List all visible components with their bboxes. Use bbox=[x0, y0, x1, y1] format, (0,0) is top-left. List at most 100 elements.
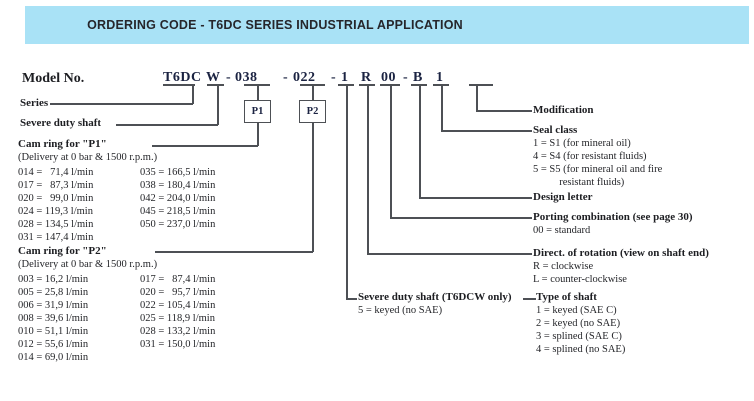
code-segment: 1 bbox=[436, 70, 444, 85]
severe-duty-shaft-label: Severe duty shaft bbox=[20, 117, 102, 129]
modification-section: Modification bbox=[533, 104, 594, 117]
connector-horizontal bbox=[155, 251, 313, 253]
list-item: 014 = 69,0 l/min bbox=[18, 352, 89, 363]
list-item: 4 = S4 (for resistant fluids) bbox=[533, 151, 647, 162]
connector-horizontal bbox=[390, 217, 532, 219]
list-item: 035 = 166,5 l/min bbox=[140, 167, 216, 178]
connector-horizontal bbox=[367, 253, 532, 255]
severe-duty-t6dcw-values: 5 = keyed (no SAE) bbox=[358, 304, 512, 317]
code-tick bbox=[300, 84, 325, 86]
connector-vertical bbox=[346, 85, 348, 299]
code-segment: - bbox=[403, 70, 409, 85]
connector-vertical bbox=[257, 85, 259, 101]
connector-vertical bbox=[257, 122, 259, 146]
list-item: 024 = 119,3 l/min bbox=[18, 206, 93, 217]
list-item: 050 = 237,0 l/min bbox=[140, 219, 216, 230]
cam-ring-p1-title: Cam ring for "P1" bbox=[18, 138, 107, 150]
model-no-label: Model No. bbox=[22, 71, 85, 86]
type-of-shaft-title: Type of shaft bbox=[536, 291, 597, 303]
code-segment: - bbox=[226, 70, 232, 85]
code-tick bbox=[411, 84, 427, 86]
connector-horizontal bbox=[346, 298, 357, 300]
porting-combination-title: Porting combination (see page 30) bbox=[533, 211, 693, 223]
list-item: 005 = 25,8 l/min bbox=[18, 287, 89, 298]
connector-vertical bbox=[312, 122, 314, 252]
cam-ring-p1-subtitle: (Delivery at 0 bar & 1500 r.p.m.) bbox=[18, 152, 158, 163]
connector-horizontal bbox=[152, 145, 258, 147]
list-item: R = clockwise bbox=[533, 261, 594, 272]
code-tick bbox=[163, 84, 195, 86]
connector-vertical bbox=[476, 85, 478, 111]
code-segment: 022 bbox=[293, 70, 316, 85]
list-item: 025 = 118,9 l/min bbox=[140, 313, 215, 324]
code-segment: - bbox=[331, 70, 337, 85]
rotation-title: Direct. of rotation (view on shaft end) bbox=[533, 247, 709, 259]
seal-class-title: Seal class bbox=[533, 124, 578, 136]
cam-ring-p2-title: Cam ring for "P2" bbox=[18, 245, 107, 257]
cam-ring-p2-col2: 017 = 87,4 l/min 020 = 95,7 l/min 022 = 10… bbox=[140, 273, 215, 351]
code-segment: W bbox=[206, 70, 221, 85]
list-item: 017 = 87,4 l/min bbox=[140, 274, 216, 285]
list-item: 5 = keyed (no SAE) bbox=[358, 305, 443, 316]
cam-ring-p2-subtitle: (Delivery at 0 bar & 1500 r.p.m.) bbox=[18, 259, 158, 270]
connector-vertical bbox=[217, 85, 219, 125]
list-item: 031 = 147,4 l/min bbox=[18, 232, 94, 243]
list-item: 3 = splined (SAE C) bbox=[536, 331, 622, 342]
list-item: L = counter-clockwise bbox=[533, 274, 627, 285]
code-segment: B bbox=[413, 70, 423, 85]
list-item: 003 = 16,2 l/min bbox=[18, 274, 89, 285]
page-title: ORDERING CODE - T6DC SERIES INDUSTRIAL A… bbox=[87, 18, 463, 32]
rotation-values: R = clockwise L = counter-clockwise bbox=[533, 260, 709, 286]
code-tick bbox=[380, 84, 400, 86]
list-item: 4 = splined (no SAE) bbox=[536, 344, 626, 355]
connector-horizontal bbox=[523, 298, 536, 300]
list-item: resistant fluids) bbox=[533, 177, 625, 188]
code-tick bbox=[244, 84, 270, 86]
connector-horizontal bbox=[116, 124, 218, 126]
list-item: 020 = 95,7 l/min bbox=[140, 287, 216, 298]
header-bar bbox=[25, 6, 749, 44]
connector-horizontal bbox=[441, 130, 532, 132]
list-item: 022 = 105,4 l/min bbox=[140, 300, 216, 311]
code-segment: 038 bbox=[235, 70, 258, 85]
porting-combination-section: Porting combination (see page 30) 00 = s… bbox=[533, 211, 692, 237]
porting-combination-values: 00 = standard bbox=[533, 224, 692, 237]
rotation-section: Direct. of rotation (view on shaft end) … bbox=[533, 247, 709, 286]
code-segment: T6DC bbox=[163, 70, 202, 85]
list-item: 006 = 31,9 l/min bbox=[18, 300, 89, 311]
design-letter-section: Design letter bbox=[533, 191, 593, 204]
connector-horizontal bbox=[476, 110, 532, 112]
connector-vertical bbox=[390, 85, 392, 218]
list-item: 1 = S1 (for mineral oil) bbox=[533, 138, 631, 149]
list-item: 00 = standard bbox=[533, 225, 591, 236]
cam-ring-p1-col2: 035 = 166,5 l/min 038 = 180,4 l/min 042 = … bbox=[140, 166, 215, 231]
connector-vertical bbox=[419, 85, 421, 198]
code-segment: 1 bbox=[341, 70, 349, 85]
list-item: 1 = keyed (SAE C) bbox=[536, 305, 617, 316]
list-item: 045 = 218,5 l/min bbox=[140, 206, 216, 217]
list-item: 038 = 180,4 l/min bbox=[140, 180, 216, 191]
connector-horizontal bbox=[419, 197, 532, 199]
list-item: 2 = keyed (no SAE) bbox=[536, 318, 621, 329]
modification-title: Modification bbox=[533, 104, 594, 116]
list-item: 028 = 133,2 l/min bbox=[140, 326, 216, 337]
type-of-shaft-values: 1 = keyed (SAE C) 2 = keyed (no SAE) 3 = s… bbox=[536, 304, 625, 356]
cam-ring-p2-section: Cam ring for "P2" (Delivery at 0 bar & 1… bbox=[18, 245, 278, 363]
list-item: 028 = 134,5 l/min bbox=[18, 219, 94, 230]
type-of-shaft-section: Type of shaft 1 = keyed (SAE C) 2 = keyed… bbox=[536, 291, 625, 356]
code-tick bbox=[207, 84, 224, 86]
list-item: 031 = 150,0 l/min bbox=[140, 339, 216, 350]
cam-ring-p1-section: Cam ring for "P1" (Delivery at 0 bar & 1… bbox=[18, 138, 278, 243]
connector-vertical bbox=[312, 85, 314, 101]
code-segment: 00 bbox=[381, 70, 396, 85]
list-item: 042 = 204,0 l/min bbox=[140, 193, 216, 204]
connector-horizontal bbox=[50, 103, 193, 105]
p2-box: P2 bbox=[299, 100, 326, 123]
code-tick bbox=[469, 84, 493, 86]
list-item: 017 = 87,3 l/min bbox=[18, 180, 94, 191]
list-item: 008 = 39,6 l/min bbox=[18, 313, 89, 324]
design-letter-title: Design letter bbox=[533, 191, 593, 203]
p1-box: P1 bbox=[244, 100, 271, 123]
